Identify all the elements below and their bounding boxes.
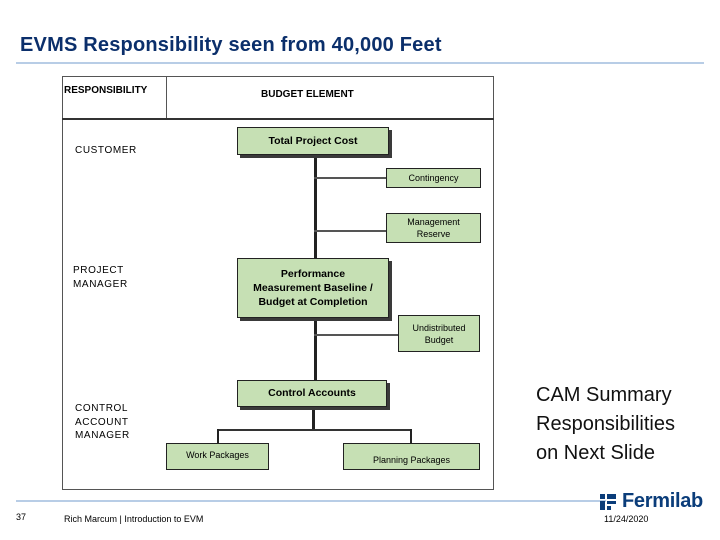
fermilab-wordmark: Fermilab [622, 490, 703, 512]
undistributed-budget-line1: Undistributed [412, 322, 466, 333]
responsibility-header: RESPONSIBILITY [64, 85, 148, 96]
undistributed-budget-label: Undistributed Budget [412, 322, 465, 346]
management-reserve-box: Management Reserve [386, 213, 481, 243]
budget-element-header: BUDGET ELEMENT [261, 89, 354, 100]
role-control-account-manager: CONTROL ACCOUNT MANAGER [75, 402, 130, 443]
role-project-manager-line2: MANAGER [73, 278, 128, 290]
role-project-manager-line1: PROJECT [73, 265, 124, 276]
footer-divider [16, 500, 606, 502]
undistributed-budget-connector [314, 334, 398, 336]
work-packages-connector [217, 429, 219, 443]
header-divider [62, 118, 494, 120]
undistributed-budget-box: Undistributed Budget [398, 315, 480, 352]
total-project-cost-box: Total Project Cost [237, 127, 389, 155]
undistributed-budget-line2: Budget [424, 334, 454, 345]
management-reserve-line1: Management [407, 217, 460, 227]
contingency-box: Contingency [386, 168, 481, 188]
role-cam-line2: ACCOUNT [75, 416, 129, 428]
planning-packages-box: Planning Packages [343, 443, 480, 470]
trunk-connector-middle [314, 318, 317, 382]
cam-note-line2: Responsibilities [536, 413, 675, 435]
fermilab-logo: Fermilab [598, 490, 703, 513]
packages-connector-horizontal [217, 429, 412, 431]
cam-summary-note: CAM Summary Responsibilities on Next Sli… [536, 381, 675, 468]
cam-note-line1: CAM Summary [536, 384, 672, 406]
work-packages-label: Work Packages [186, 450, 249, 460]
pmb-line2: Measurement Baseline / [253, 282, 373, 294]
pmb-label: Performance Measurement Baseline / Budge… [253, 267, 373, 309]
planning-packages-label: Planning Packages [372, 455, 451, 465]
column-divider [166, 76, 167, 118]
total-project-cost-label: Total Project Cost [268, 135, 358, 147]
trunk-connector-upper [314, 156, 317, 259]
presenter-credit: Rich Marcum | Introduction to EVM [64, 514, 204, 524]
control-accounts-box: Control Accounts [237, 380, 387, 407]
responsibility-table-frame [62, 76, 494, 490]
management-reserve-line2: Reserve [416, 229, 451, 239]
contingency-connector [314, 177, 386, 179]
role-customer: CUSTOMER [75, 145, 137, 156]
page-number: 37 [16, 512, 27, 522]
contingency-label: Contingency [408, 173, 459, 183]
slide-date: 11/24/2020 [604, 514, 649, 524]
slide-title: EVMS Responsibility seen from 40,000 Fee… [20, 34, 442, 56]
planning-packages-connector [410, 429, 412, 443]
work-packages-box: Work Packages [166, 443, 269, 470]
role-project-manager: PROJECT MANAGER [73, 264, 128, 291]
management-reserve-label: Management Reserve [407, 216, 460, 240]
title-divider [16, 62, 704, 64]
control-accounts-label: Control Accounts [268, 387, 356, 399]
pmb-line3: Budget at Completion [258, 296, 368, 308]
role-cam-line3: MANAGER [75, 430, 130, 441]
trunk-connector-lower [312, 407, 315, 430]
fermilab-icon [600, 493, 616, 510]
cam-note-line3: on Next Slide [536, 442, 655, 464]
performance-measurement-baseline-box: Performance Measurement Baseline / Budge… [237, 258, 389, 318]
pmb-line1: Performance [280, 268, 346, 280]
management-reserve-connector [314, 230, 386, 232]
role-cam-line1: CONTROL [75, 403, 129, 414]
